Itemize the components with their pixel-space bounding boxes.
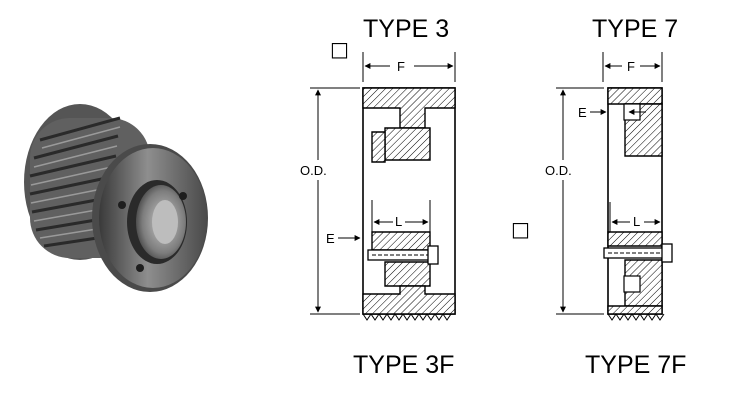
- pulley-photo: [24, 104, 208, 292]
- type-7-f-label: F: [627, 59, 635, 74]
- title-type-7f: TYPE 7F: [585, 351, 686, 379]
- type-7-section-drawing: F L E O.D.: [545, 52, 673, 321]
- type-7-od-label: O.D.: [545, 163, 572, 178]
- type-3-od-label: O.D.: [300, 163, 327, 178]
- type-3-f-label: F: [397, 59, 405, 74]
- type-3-e-label: E: [326, 231, 335, 246]
- type-3-l-label: L: [395, 214, 402, 229]
- missing-glyph-box-1: □: [330, 37, 349, 61]
- type-3-section-drawing: F L E O.D.: [300, 52, 456, 321]
- missing-glyph-box-2: □: [511, 217, 530, 241]
- title-type-7: TYPE 7: [592, 15, 678, 43]
- title-type-3: TYPE 3: [363, 15, 449, 43]
- title-type-3f: TYPE 3F: [353, 351, 454, 379]
- type-7-e-label: E: [578, 105, 587, 120]
- type-7-l-label: L: [633, 214, 640, 229]
